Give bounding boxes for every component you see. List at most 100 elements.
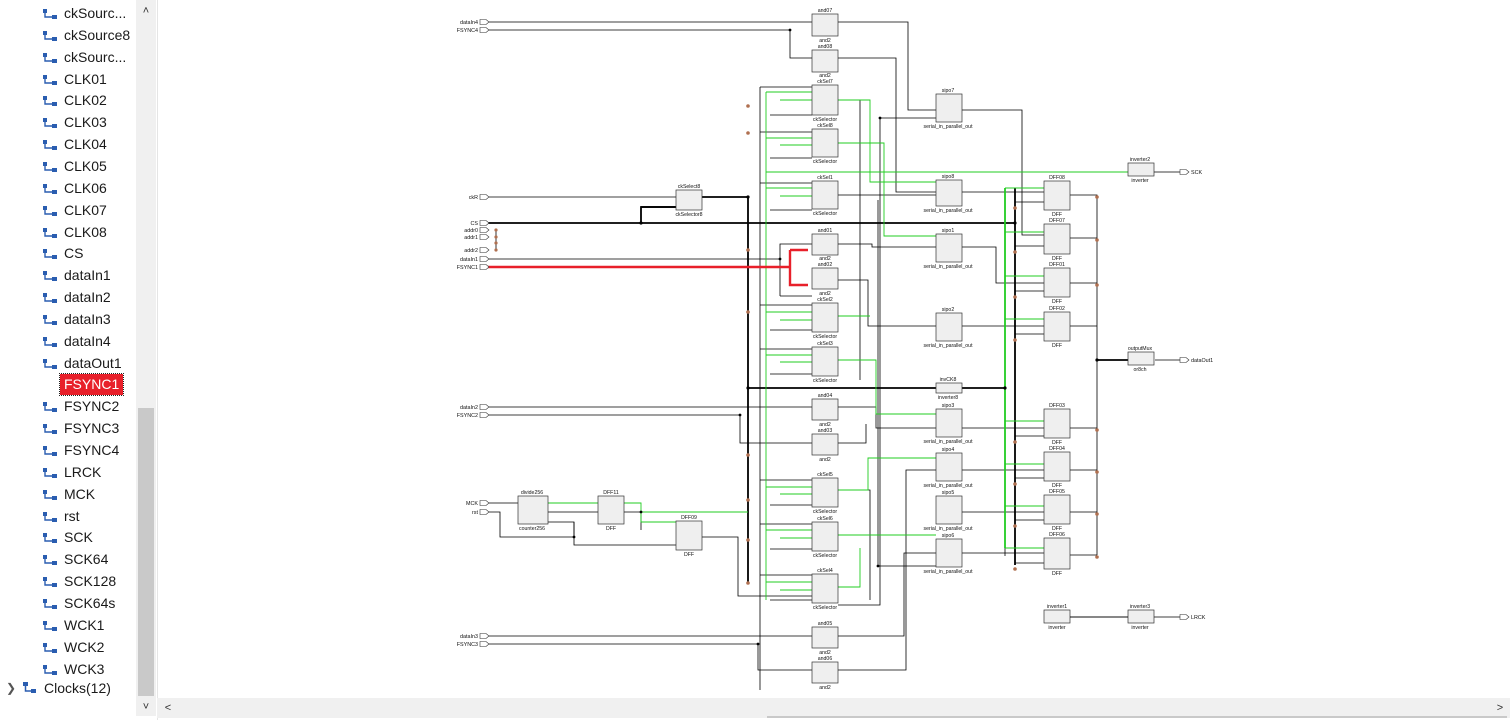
tree-item-dataout1[interactable]: dataOut1 [0,353,136,374]
tree-item-fsync2[interactable]: FSYNC2 [0,396,136,417]
tree-item-wck3[interactable]: WCK3 [0,659,136,680]
tree-item-fsync4[interactable]: FSYNC4 [0,440,136,461]
tree-item-fsync3[interactable]: FSYNC3 [0,418,136,439]
net-icon [43,358,57,369]
tree-item-cksourc[interactable]: ckSourc... [0,3,136,24]
tree-item-clk04[interactable]: CLK04 [0,134,136,155]
tree-item-mck[interactable]: MCK [0,484,136,505]
tree-item-clk01[interactable]: CLK01 [0,69,136,90]
tree-item-label: CS [64,245,84,262]
fsync1-highlighted-net[interactable] [488,248,808,287]
expand-chevron-icon[interactable]: ❯ [6,681,17,695]
svg-text:and2: and2 [819,73,831,79]
tree-item-cksource8[interactable]: ckSource8 [0,25,136,46]
tree-item-rst[interactable]: rst [0,506,136,527]
svg-text:DFF: DFF [1052,483,1062,489]
scroll-down-icon[interactable]: ˅ [142,701,150,713]
tree-item-wck1[interactable]: WCK1 [0,615,136,636]
tree-item-datain4[interactable]: dataIn4 [0,331,136,352]
tree-item-clk02[interactable]: CLK02 [0,90,136,111]
svg-text:and2: and2 [819,422,831,428]
tree-item-sck64s[interactable]: SCK64s [0,593,136,614]
tree-vertical-scrollbar[interactable]: ˄ ˅ [136,0,156,716]
tree-item-lrck[interactable]: LRCK [0,462,136,483]
tree-group-clocks[interactable]: ❯ Clocks(12) [0,678,136,699]
tree-item-label: ckSourc... [64,48,127,65]
svg-text:DFF: DFF [1052,571,1062,577]
tree-item-fsync1[interactable]: FSYNC1 [0,373,136,397]
tree-item-sck128[interactable]: SCK128 [0,571,136,592]
tree-item-clk06[interactable]: CLK06 [0,178,136,199]
svg-text:ckSelector: ckSelector [813,605,837,611]
tree-item-clk05[interactable]: CLK05 [0,156,136,177]
canvas-horizontal-scrollbar[interactable]: ˂ ˃ [157,698,1510,718]
svg-text:inverter1: inverter1 [1047,604,1067,610]
tree-item-datain1[interactable]: dataIn1 [0,265,136,286]
tree-item-sck[interactable]: SCK [0,527,136,548]
tree-item-clk08[interactable]: CLK08 [0,222,136,243]
scroll-thumb[interactable] [138,408,154,696]
scroll-thumb-horizontal[interactable] [767,716,1507,718]
tree-item-cs[interactable]: CS [0,243,136,264]
schematic-diagram[interactable]: .w{stroke:#000;stroke-width:0.8;fill:non… [160,0,1510,698]
net-icon [43,30,57,41]
scroll-right-icon[interactable]: ˃ [1496,702,1504,714]
tree-item-cksourc[interactable]: ckSourc... [0,47,136,68]
tree-item-sck64[interactable]: SCK64 [0,549,136,570]
tree-item-label: ckSource8 [64,26,131,43]
scroll-left-icon[interactable]: ˂ [164,702,172,714]
tree-item-datain3[interactable]: dataIn3 [0,309,136,330]
schematic-canvas[interactable]: .w{stroke:#000;stroke-width:0.8;fill:non… [160,0,1510,698]
tree-item-clk03[interactable]: CLK03 [0,112,136,133]
svg-text:serial_in_parallel_out: serial_in_parallel_out [923,264,973,270]
scroll-up-icon[interactable]: ˄ [142,5,150,17]
tree-item-label: CLK07 [64,201,107,218]
net-icon [43,489,57,500]
output-ports: SCK dataOut1 LRCK [1179,169,1213,621]
tree-item-wck2[interactable]: WCK2 [0,637,136,658]
tree-item-datain2[interactable]: dataIn2 [0,287,136,308]
tree-item-clk07[interactable]: CLK07 [0,200,136,221]
